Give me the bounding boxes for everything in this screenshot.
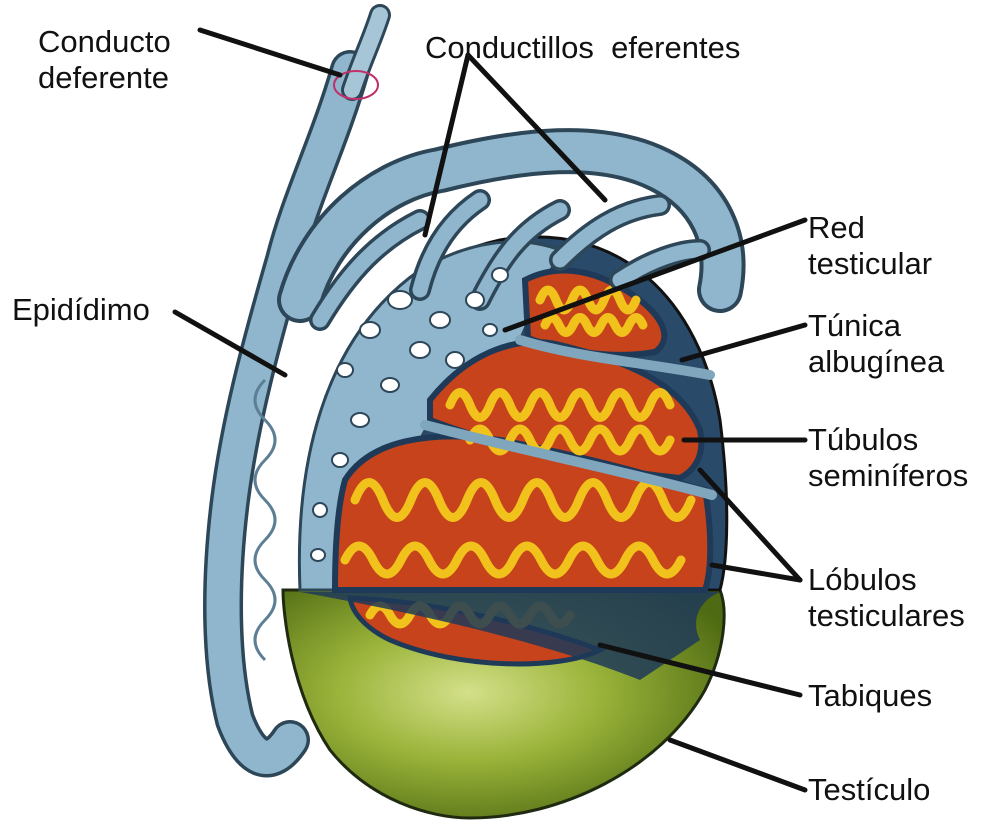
- label-tunica-albuginea-line1: Túnica: [808, 308, 944, 344]
- label-lobulos-testiculares-line2: testiculares: [808, 598, 965, 634]
- label-epididimo-text: Epidídimo: [12, 292, 150, 328]
- label-tabiques-text: Tabiques: [808, 678, 932, 714]
- leader-testiculo: [670, 740, 805, 790]
- label-tabiques: Tabiques: [808, 678, 932, 714]
- label-red-testicular: Red testicular: [808, 210, 932, 282]
- label-tubulos-seminiferos-line1: Túbulos: [808, 422, 968, 458]
- leader-tunica: [682, 325, 805, 360]
- label-testiculo: Testículo: [808, 772, 930, 808]
- label-tunica-albuginea-line2: albugínea: [808, 344, 944, 380]
- label-red-testicular-line1: Red: [808, 210, 932, 246]
- label-conductillos-eferentes: Conductillos eferentes: [425, 30, 740, 66]
- label-conducto-deferente-line1: Conducto: [38, 24, 171, 60]
- leader-conducto-deferente: [200, 30, 340, 75]
- label-tunica-albuginea: Túnica albugínea: [808, 308, 944, 380]
- label-conductillos-eferentes-text: Conductillos eferentes: [425, 30, 740, 66]
- label-epididimo: Epidídimo: [12, 292, 150, 328]
- label-lobulos-testiculares-line1: Lóbulos: [808, 562, 965, 598]
- label-tubulos-seminiferos-line2: seminíferos: [808, 458, 968, 494]
- label-testiculo-text: Testículo: [808, 772, 930, 808]
- label-conducto-deferente-line2: deferente: [38, 60, 171, 96]
- label-red-testicular-line2: testicular: [808, 246, 932, 282]
- label-tubulos-seminiferos: Túbulos seminíferos: [808, 422, 968, 494]
- label-conducto-deferente: Conducto deferente: [38, 24, 171, 96]
- label-lobulos-testiculares: Lóbulos testiculares: [808, 562, 965, 634]
